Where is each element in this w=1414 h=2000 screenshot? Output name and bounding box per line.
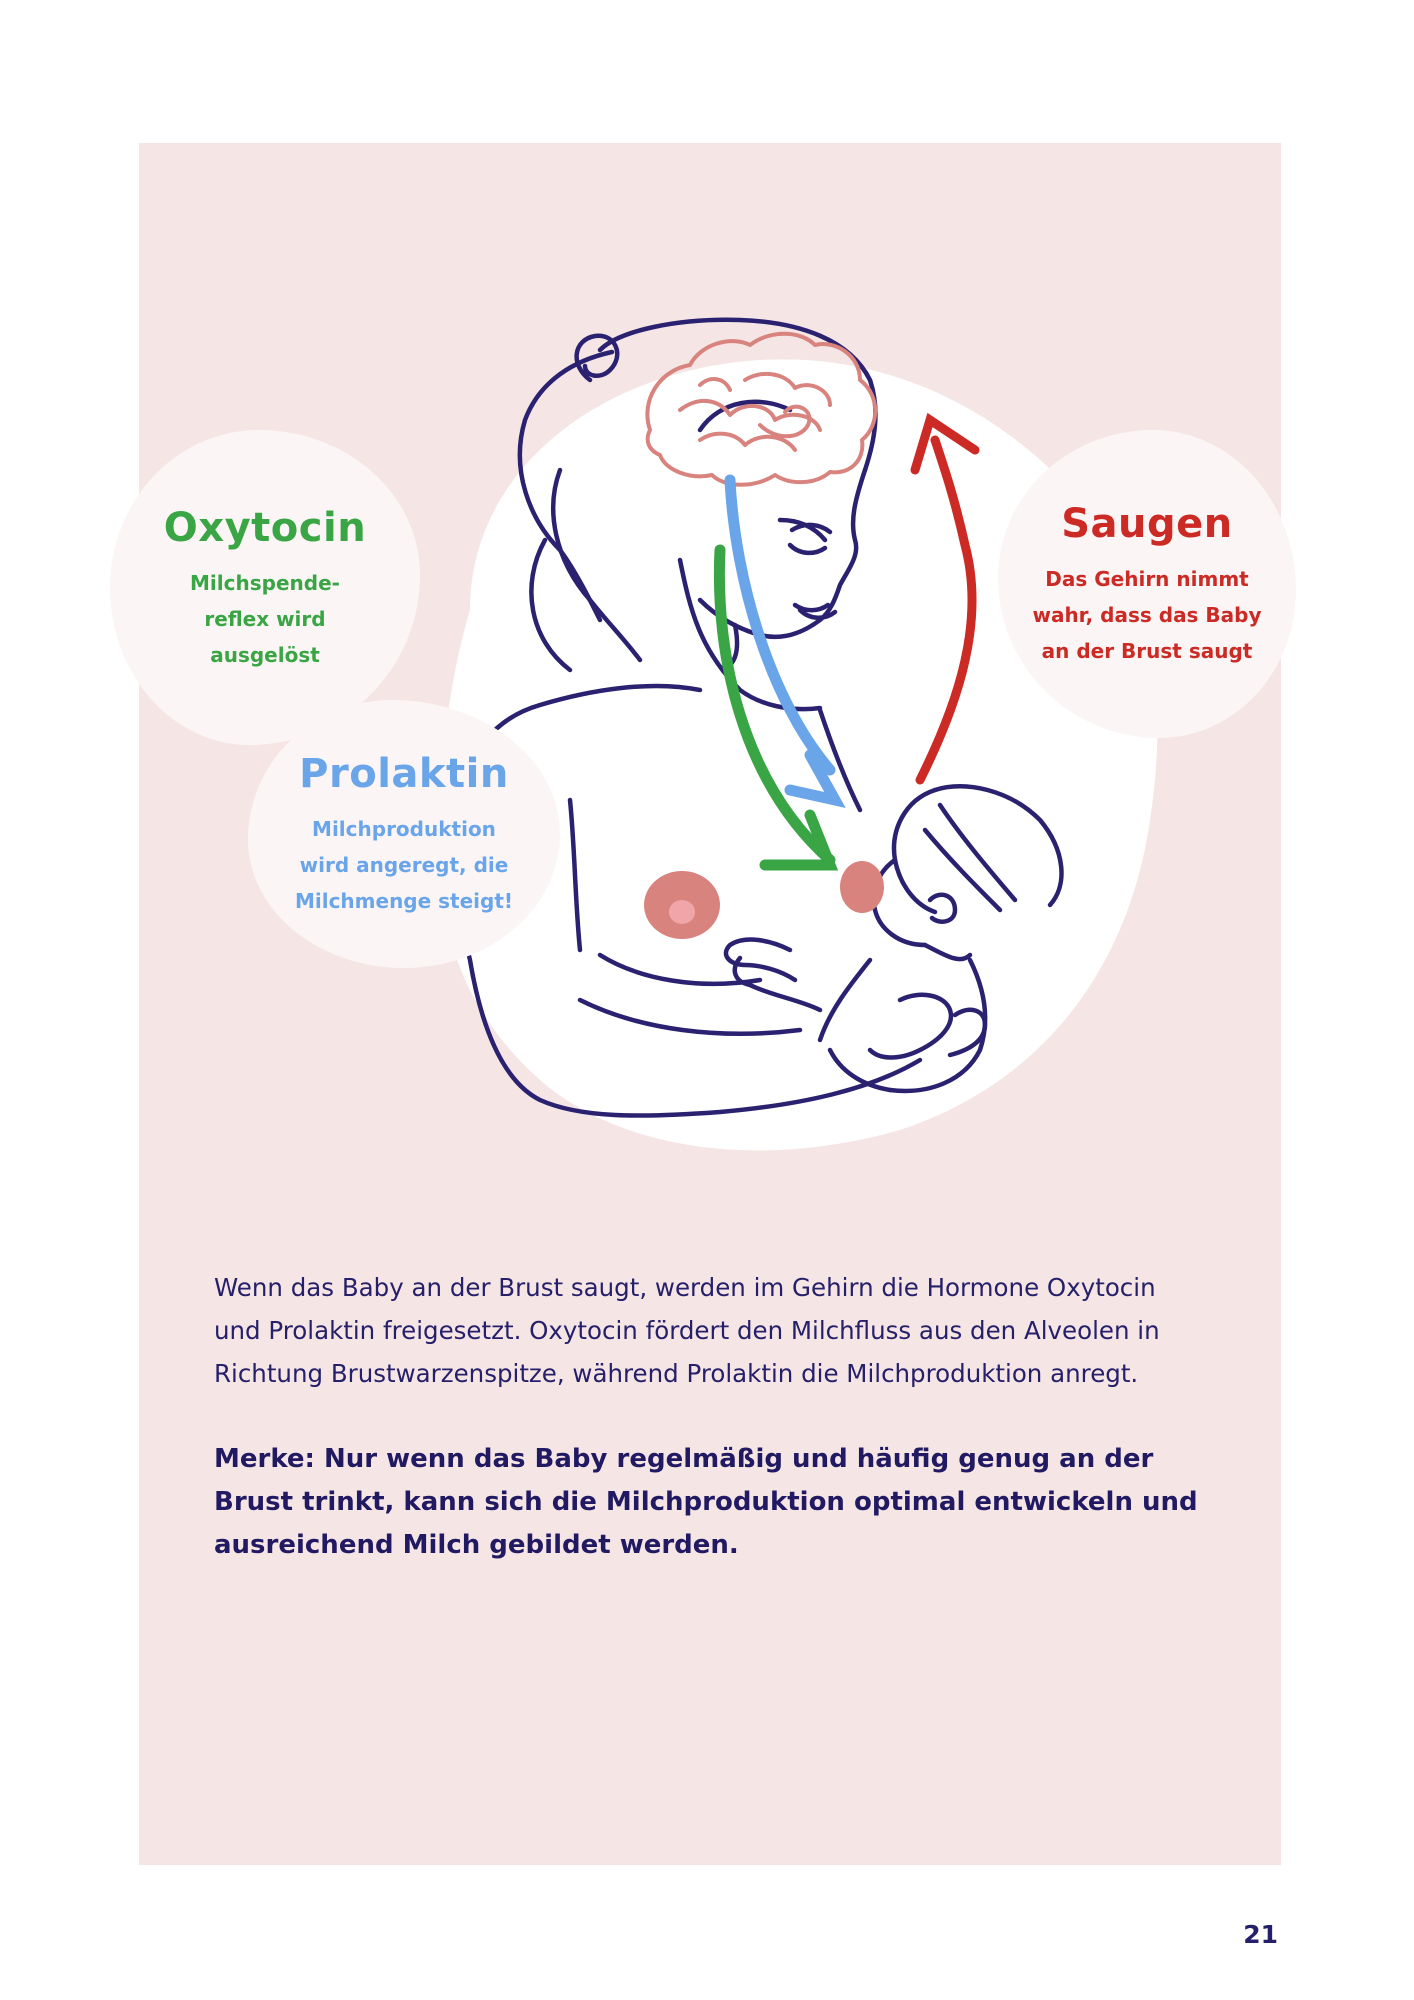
oxytocin-line: ausgelöst — [210, 642, 320, 667]
merke-line: Brust trinkt, kann sich die Milchprodukt… — [214, 1487, 1198, 1517]
paragraph-line: Wenn das Baby an der Brust saugt, werden… — [214, 1273, 1156, 1302]
background-blob — [437, 359, 1158, 1151]
saugen-line: an der Brust saugt — [1041, 639, 1253, 663]
saugen-title: Saugen — [1061, 501, 1233, 547]
merke-line: ausreichend Milch gebildet werden. — [214, 1530, 739, 1560]
prolaktin-title: Prolaktin — [299, 751, 509, 797]
explanation-paragraph: Wenn das Baby an der Brust saugt, werden… — [214, 1266, 1214, 1395]
oxytocin-arrow — [713, 544, 839, 871]
prolaktin-line: Milchproduktion — [312, 817, 496, 841]
paragraph-line: Richtung Brustwarzenspitze, während Prol… — [214, 1359, 1139, 1388]
saugen-line: wahr, dass das Baby — [1032, 603, 1262, 627]
saugen-arrow — [910, 412, 980, 785]
merke-note: Merke: Nur wenn das Baby regelmäßig und … — [214, 1438, 1214, 1567]
page-number: 21 — [1243, 1920, 1278, 1949]
oxytocin-line: reflex wird — [204, 606, 326, 631]
breastfeeding-illustration — [437, 317, 1158, 1151]
paragraph-line: und Prolaktin freigesetzt. Oxytocin förd… — [214, 1316, 1160, 1345]
prolaktin-line: wird angeregt, die — [299, 853, 509, 877]
brain-icon — [645, 331, 878, 487]
oxytocin-line: Milchspende- — [190, 570, 340, 595]
saugen-line: Das Gehirn nimmt — [1045, 567, 1249, 591]
saugen-bubble: Saugen Das Gehirn nimmt wahr, dass das B… — [998, 430, 1296, 738]
oxytocin-title: Oxytocin — [163, 504, 367, 551]
merke-line: Merke: Nur wenn das Baby regelmäßig und … — [214, 1444, 1154, 1474]
oxytocin-bubble: Oxytocin Milchspende- reflex wird ausgel… — [110, 430, 420, 745]
prolaktin-arrow — [724, 474, 846, 809]
prolaktin-line: Milchmenge steigt! — [294, 889, 514, 913]
prolaktin-bubble: Prolaktin Milchproduktion wird angeregt,… — [248, 700, 560, 968]
breast-nipples — [644, 861, 884, 939]
